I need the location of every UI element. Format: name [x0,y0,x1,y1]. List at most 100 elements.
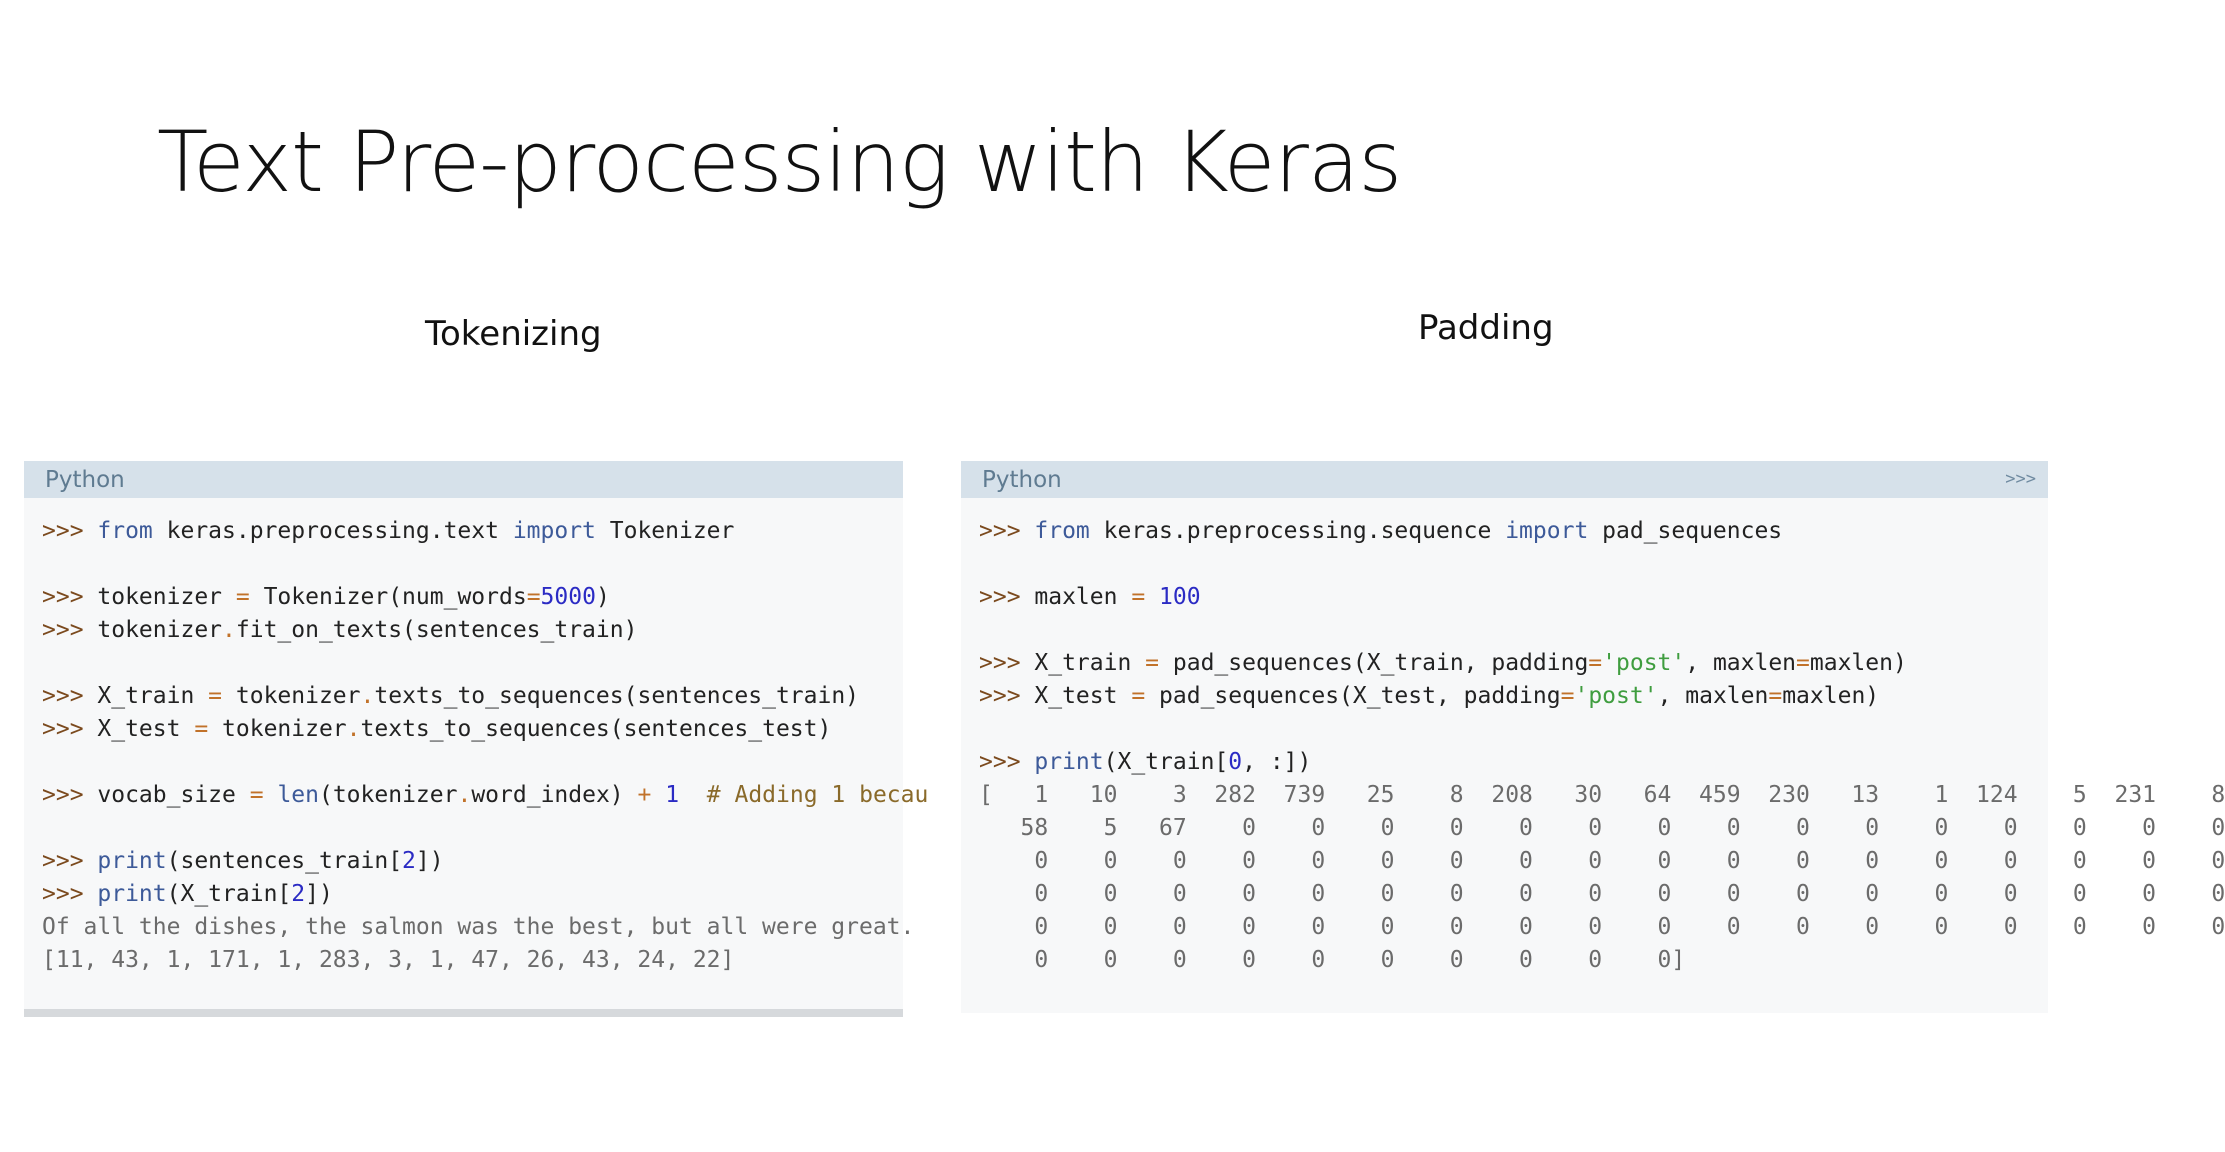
code-token: texts_to_sequences(sentences_test) [360,716,832,742]
code-token: >>> [979,650,1035,676]
padding-code-panel: Python >>> >>> from keras.preprocessing.… [961,461,2225,1013]
slide-title: Text Pre-processing with Keras [157,113,1402,211]
code-token: (X_train[ [1103,749,1229,775]
code-line: 0 0 0 0 0 0 0 0 0 0] [979,944,2048,977]
code-token: + [637,782,652,808]
code-token: , maxlen [1657,683,1769,709]
code-token: >>> [979,683,1035,709]
code-token: [11, 43, 1, 171, 1, 283, 3, 1, 47, 26, 4… [42,947,735,973]
language-label: Python [982,467,1062,493]
code-token: 58 5 67 0 0 0 0 0 0 0 0 0 0 0 0 0 0 0 [979,815,2225,841]
code-line [979,713,2048,746]
code-line: [ 1 10 3 282 739 25 8 208 30 64 459 230 … [979,779,2225,812]
code-token: X_train [1034,650,1146,676]
code-token: 'post' [1574,683,1658,709]
code-token: , :]) [1242,749,1312,775]
code-token: 'post' [1602,650,1686,676]
code-line [42,812,903,845]
code-token: 0 0 0 0 0 0 0 0 0 0] [979,947,1686,973]
language-label: Python [45,467,125,493]
code-line: 0 0 0 0 0 0 0 0 0 0 0 0 0 0 0 0 0 0 [979,845,2225,878]
code-token: 0 [1228,749,1243,775]
code-token: len [277,782,319,808]
code-line: [11, 43, 1, 171, 1, 283, 3, 1, 47, 26, 4… [42,944,903,977]
code-token: >>> [42,782,98,808]
code-line: >>> X_test = pad_sequences(X_test, paddi… [979,680,2048,713]
code-token: >>> [979,584,1035,610]
code-token: >>> [42,584,98,610]
code-line: >>> print(X_train[2]) [42,878,903,911]
code-token: Of all the dishes, the salmon was the be… [42,914,915,940]
code-token [264,782,278,808]
code-token: >>> [42,881,98,907]
code-token: >>> [979,749,1035,775]
toggle-prompt-button[interactable]: >>> [2005,469,2036,489]
code-line: >>> X_train = tokenizer.texts_to_sequenc… [42,680,903,713]
code-token: = [1145,650,1160,676]
code-token: keras.preprocessing.text [152,518,513,544]
code-line: >>> vocab_size = len(tokenizer.word_inde… [42,779,928,812]
code-token: , maxlen [1685,650,1797,676]
code-token: tokenizer [97,617,223,643]
code-token: import [512,518,596,544]
tokenizing-label: Tokenizing [425,314,602,354]
code-token: tokenizer [222,683,361,709]
code-token: ]) [415,848,444,874]
code-token: = [1796,650,1810,676]
code-token: 1 [665,782,680,808]
code-line: >>> X_train = pad_sequences(X_train, pad… [979,647,2048,680]
code-token: >>> [42,848,98,874]
code-panel-header: Python [24,461,903,498]
code-token: 5000 [540,584,596,610]
code-token: print [1034,749,1104,775]
code-token: X_test [97,716,195,742]
code-line: >>> from keras.preprocessing.sequence im… [979,515,2048,548]
code-line: 0 0 0 0 0 0 0 0 0 0 0 0 0 0 0 0 0 0 [979,911,2225,944]
code-line [979,614,2048,647]
code-token: tokenizer [97,584,236,610]
code-token: pad_sequences [1588,518,1783,544]
code-token: texts_to_sequences(sentences_train) [374,683,860,709]
code-token: (tokenizer [318,782,458,808]
code-line: >>> from keras.preprocessing.text import… [42,515,903,548]
code-token: pad_sequences(X_train, padding [1159,650,1589,676]
code-token: tokenizer [208,716,347,742]
code-token: 2 [291,881,306,907]
code-token: pad_sequences(X_test, padding [1145,683,1561,709]
code-token: maxlen) [1809,650,1907,676]
code-token: = [1560,683,1575,709]
code-token: Tokenizer(num_words [249,584,527,610]
code-token: >>> [979,518,1035,544]
code-token: = [1131,584,1146,610]
code-token: maxlen) [1782,683,1880,709]
code-token: = [526,584,541,610]
code-token: = [194,716,209,742]
code-token: 2 [402,848,416,874]
code-token: from [97,518,153,544]
code-line: >>> print(sentences_train[2]) [42,845,903,878]
code-token: (sentences_train[ [166,848,403,874]
code-token [1145,584,1159,610]
code-token: . [346,716,361,742]
code-token: >>> [42,716,98,742]
tokenizing-code-panel: Python >>> from keras.preprocessing.text… [24,461,928,1017]
code-token: print [97,848,167,874]
padding-label: Padding [1418,308,1554,348]
code-token: # Adding 1 becau [679,782,929,808]
code-line [42,647,903,680]
code-block: >>> from keras.preprocessing.text import… [42,515,928,977]
code-line: >>> maxlen = 100 [979,581,2048,614]
code-line: Of all the dishes, the salmon was the be… [42,911,914,944]
code-token: ]) [305,881,333,907]
code-token: (X_train[ [166,881,292,907]
code-token: . [222,617,236,643]
code-token: X_train [97,683,209,709]
code-token: = [235,584,250,610]
code-line [979,548,2048,581]
code-token: = [1768,683,1783,709]
code-token: >>> [42,617,98,643]
code-token: keras.preprocessing.sequence [1089,518,1506,544]
code-token: [ 1 10 3 282 739 25 8 208 30 64 459 230 … [979,782,2225,808]
code-token: >>> [42,683,98,709]
code-panel-header: Python >>> [961,461,2048,498]
